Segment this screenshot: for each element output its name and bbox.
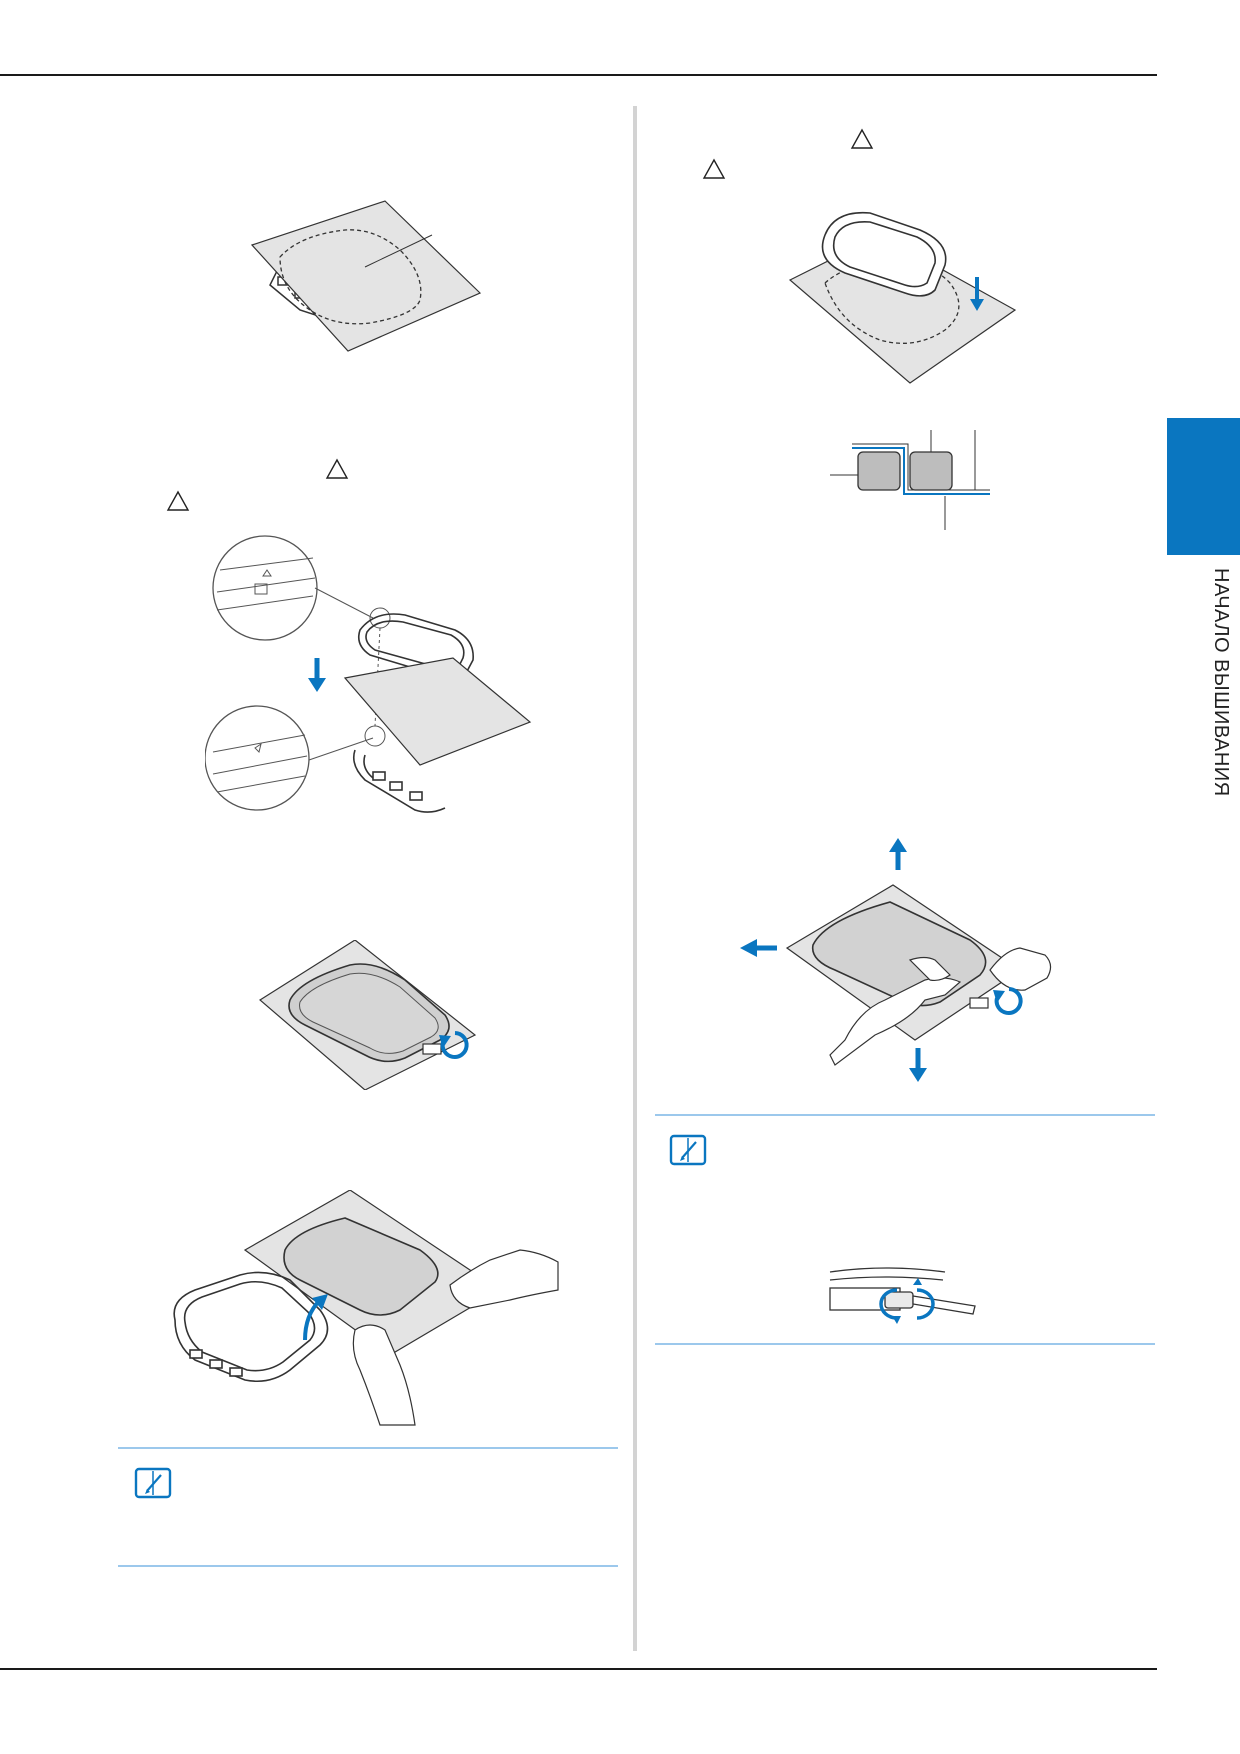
outer-hoop — [173, 1271, 329, 1383]
column-divider — [633, 106, 637, 1651]
outer-hoop — [352, 749, 446, 813]
triangle-marker-icon — [166, 490, 190, 511]
hand-right — [449, 1249, 559, 1309]
note-rule-top — [655, 1114, 1155, 1116]
triangle-marker-icon — [702, 158, 726, 179]
hand-bottom — [352, 1324, 416, 1426]
triangle-marker-icon — [325, 458, 349, 479]
arrow-down-icon — [970, 277, 984, 311]
figure-stretch-fabric — [740, 838, 1052, 1082]
note-rule-top — [118, 1447, 618, 1449]
top-rule — [0, 74, 1157, 76]
rotate-icon — [994, 987, 1023, 1015]
inner-hoop-frame — [283, 1217, 439, 1316]
triangle-marker-icon — [850, 128, 874, 149]
fabric-sheet — [250, 200, 482, 352]
hand-center — [829, 956, 962, 1066]
chapter-tab — [1167, 418, 1240, 555]
inner-frame-section — [909, 451, 953, 491]
memo-icon — [134, 1467, 172, 1499]
arrow-up-icon — [889, 838, 907, 870]
zoom-circle-bottom — [205, 705, 310, 811]
rotate-icon — [440, 1031, 469, 1059]
inner-hoop — [821, 211, 947, 297]
embroidery-outline — [279, 229, 422, 325]
figure-remove-outer-hoop — [173, 1190, 559, 1426]
note-rule-bottom — [118, 1565, 618, 1567]
arrow-left-icon — [740, 939, 777, 957]
figure-align-hoop-marks — [205, 535, 532, 813]
memo-icon — [669, 1134, 707, 1166]
outer-frame-section — [857, 451, 901, 491]
zoom-circle-top — [212, 535, 318, 641]
figure-screwdriver-tighten — [829, 1267, 976, 1324]
figure-hoop-cross-section — [830, 430, 990, 530]
rotate-icon — [879, 1288, 935, 1320]
hand-right — [989, 947, 1052, 991]
arrow-down-icon — [909, 1048, 927, 1082]
bottom-rule — [0, 1668, 1157, 1670]
inner-hoop — [357, 613, 474, 679]
figure-fabric-hooped — [258, 940, 477, 1090]
note-rule-bottom — [655, 1343, 1155, 1345]
fabric-sheet — [343, 657, 532, 766]
figure-press-inner-hoop — [788, 211, 1017, 384]
chapter-tab-label: НАЧАЛО ВЫШИВАНИЯ — [1210, 568, 1232, 797]
screwdriver — [912, 1295, 976, 1315]
arrow-down-icon — [308, 658, 326, 692]
figure-fabric-on-hoop — [250, 200, 482, 352]
